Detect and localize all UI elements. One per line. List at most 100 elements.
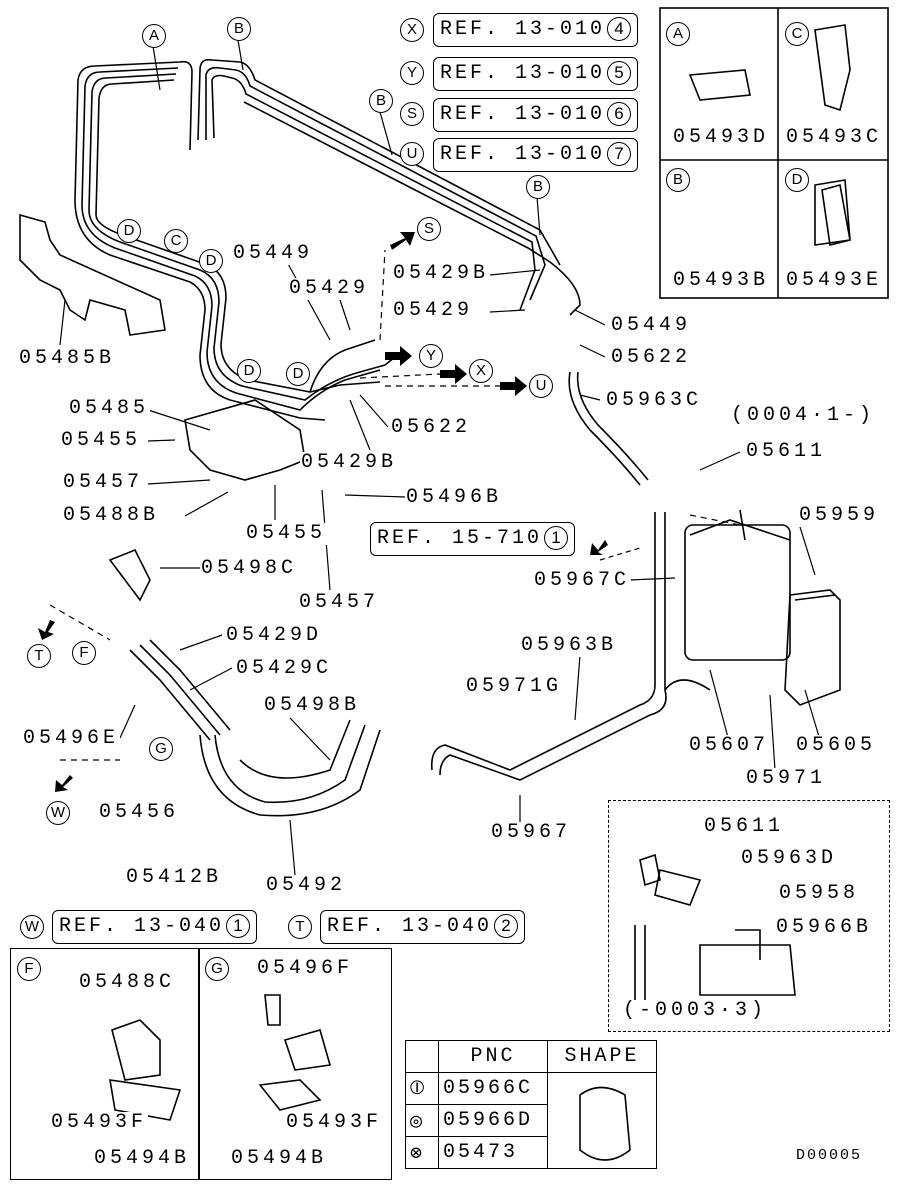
part-label[interactable]: 05429D — [225, 624, 324, 647]
part-label[interactable]: 05492 — [265, 874, 348, 897]
ref-text: REF. 15-710 — [377, 527, 543, 550]
part-label[interactable]: 05449 — [610, 314, 693, 337]
ref-text: REF. 13-040 — [59, 915, 225, 938]
part-label[interactable]: 05959 — [798, 504, 881, 527]
part-label[interactable]: 05429 — [392, 299, 475, 322]
callout-letter: G — [149, 737, 173, 761]
pnc-legend-table: PNC SHAPE ⦶ 05966C ◎ 05966D ⊗ 05473 — [405, 1040, 657, 1169]
part-label[interactable]: 05605 — [795, 734, 878, 757]
detail-letter-g: G — [205, 957, 229, 981]
part-label[interactable]: 05611 — [703, 815, 786, 838]
part-label[interactable]: 05607 — [688, 734, 771, 757]
detail-box-f — [10, 948, 200, 1180]
inset-variant-box — [608, 800, 890, 1032]
callout-letter: D — [286, 362, 310, 386]
part-label[interactable]: 05967 — [490, 821, 573, 844]
part-label[interactable]: 05485 — [68, 397, 151, 420]
detail-part-05493b[interactable]: 05493B — [672, 269, 771, 292]
part-label[interactable]: 05429C — [235, 657, 334, 680]
bracket-05485b — [19, 213, 166, 336]
detail-box-g — [198, 948, 392, 1180]
part-label[interactable]: 05498C — [200, 557, 299, 580]
ref-num: 1 — [544, 525, 569, 550]
part-label[interactable]: 05456 — [98, 801, 181, 824]
ref-num: 7 — [607, 141, 632, 166]
ref-text: REF. 13-010 — [440, 143, 606, 166]
serial-range-label: (0004·1-) — [730, 404, 877, 427]
detail-part-05493d[interactable]: 05493D — [672, 126, 771, 149]
detail-letter-c: C — [785, 22, 809, 46]
canister — [684, 524, 791, 661]
detail-part-05493c[interactable]: 05493C — [785, 126, 884, 149]
callout-letter: U — [529, 374, 553, 398]
ref-num: 5 — [607, 60, 632, 85]
part-label[interactable]: 05457 — [62, 471, 145, 494]
part-label[interactable]: 05449 — [232, 242, 315, 265]
table-row: ⊗ 05473 — [405, 1136, 657, 1169]
part-label[interactable]: 05494B — [93, 1147, 192, 1170]
shape-cell — [547, 1072, 657, 1169]
detail-letter-a: A — [666, 22, 690, 46]
serial-range-label: (-0003·3) — [622, 999, 769, 1022]
part-label[interactable]: 05457 — [298, 591, 381, 614]
part-label[interactable]: 05611 — [745, 440, 828, 463]
part-label[interactable]: 05429B — [392, 262, 491, 285]
callout-letter: B — [369, 89, 393, 113]
hose-05963c — [568, 371, 649, 486]
part-label[interactable]: 05966B — [775, 916, 874, 939]
part-label[interactable]: 05455 — [60, 429, 143, 452]
part-label[interactable]: 05496E — [22, 727, 121, 750]
part-label[interactable]: 05429B — [300, 451, 399, 474]
callout-letter: S — [417, 217, 441, 241]
pnc-cell[interactable]: 05966C — [438, 1072, 548, 1105]
detail-part-05493e[interactable]: 05493E — [785, 269, 884, 292]
callout-t: T — [288, 915, 312, 939]
ref-num: 6 — [607, 101, 632, 126]
part-label[interactable]: 05971 — [745, 767, 828, 790]
part-label[interactable]: 05493F — [285, 1111, 384, 1134]
part-label[interactable]: 05958 — [778, 882, 861, 905]
part-label[interactable]: 05496B — [405, 486, 504, 509]
table-row: ◎ 05966D — [405, 1104, 657, 1137]
part-label[interactable]: 05496F — [256, 957, 355, 980]
part-label[interactable]: 05622 — [610, 346, 693, 369]
table-header-blank — [405, 1040, 439, 1073]
brake-fuel-pipe-bundle — [74, 58, 581, 421]
ref-text: REF. 13-010 — [440, 103, 606, 126]
part-label[interactable]: 05412B — [125, 866, 224, 889]
part-label[interactable]: 05429 — [288, 277, 371, 300]
detail-letter-d: D — [785, 168, 809, 192]
part-label[interactable]: 05455 — [245, 522, 328, 545]
part-label[interactable]: 05963B — [520, 634, 619, 657]
pnc-cell[interactable]: 05473 — [438, 1136, 548, 1169]
part-label[interactable]: 05488B — [62, 504, 161, 527]
part-label[interactable]: 05622 — [390, 416, 473, 439]
part-label[interactable]: 05485B — [18, 347, 117, 370]
part-label[interactable]: 05494B — [230, 1147, 329, 1170]
hose-05963b — [430, 512, 711, 781]
callout-letter: D — [199, 249, 223, 273]
part-label[interactable]: 05967C — [533, 569, 632, 592]
clip-symbol-icon: ⦶ — [405, 1072, 439, 1105]
part-label[interactable]: 05963C — [605, 389, 704, 412]
ref-text: REF. 13-010 — [440, 18, 606, 41]
part-label[interactable]: 05498B — [263, 694, 362, 717]
clamp-symbol-icon: ◎ — [405, 1104, 439, 1137]
callout-w: W — [20, 915, 44, 939]
callout-y: Y — [400, 61, 424, 85]
callout-u: U — [400, 142, 424, 166]
pnc-cell[interactable]: 05966D — [438, 1104, 548, 1137]
part-label[interactable]: 05493F — [50, 1111, 149, 1134]
part-label[interactable]: 05971G — [465, 675, 564, 698]
table-header-shape: SHAPE — [547, 1040, 657, 1073]
part-label[interactable]: 05963D — [740, 847, 839, 870]
ref-text: REF. 13-040 — [327, 915, 493, 938]
part-label[interactable]: 05488C — [78, 971, 177, 994]
